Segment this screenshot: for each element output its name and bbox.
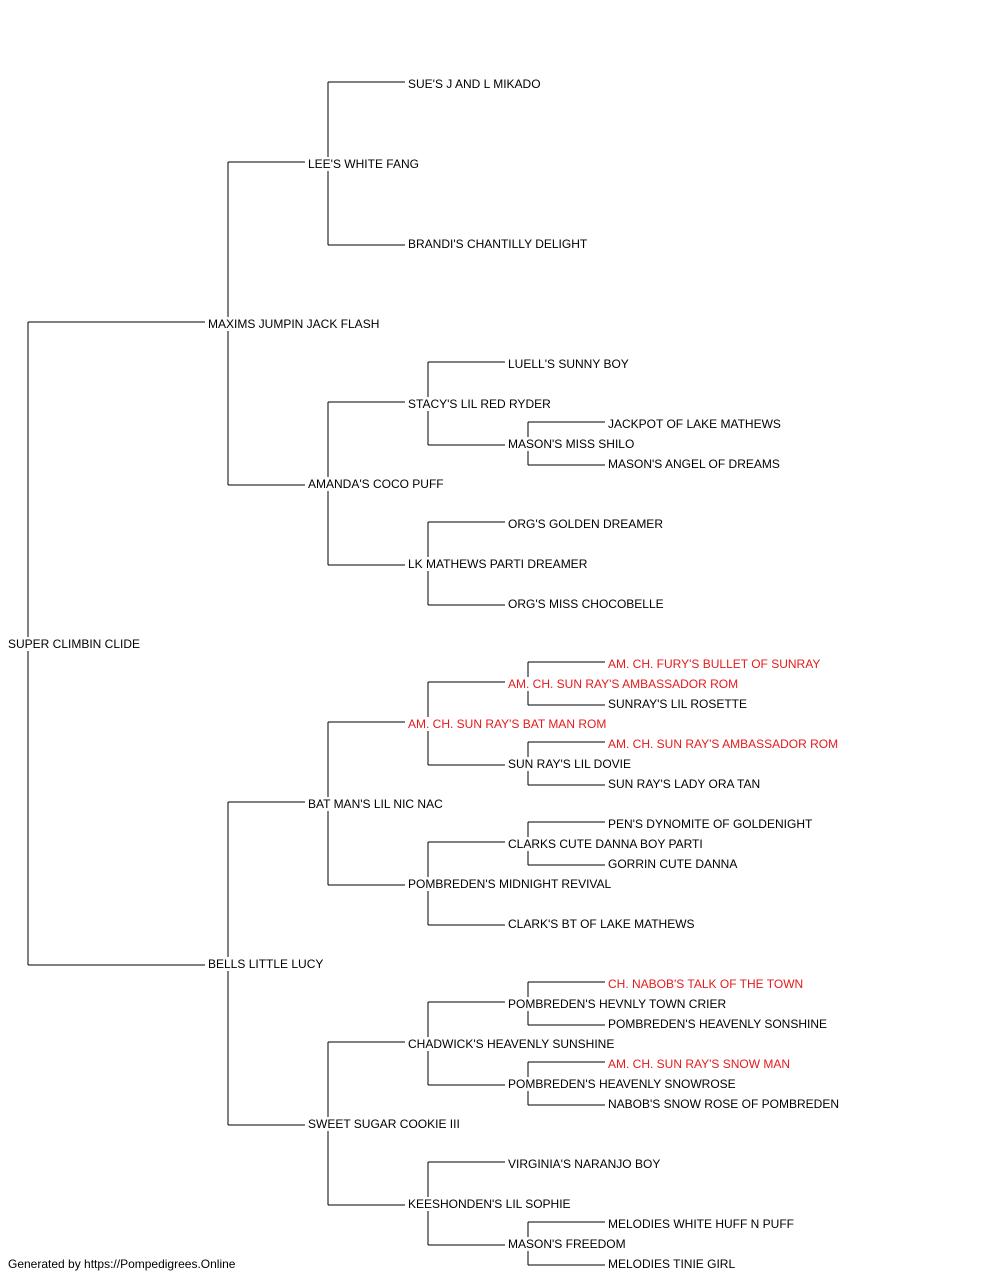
dam-dam-sire-sire-sire-name: CH. NABOB'S TALK OF THE TOWN: [608, 977, 804, 991]
dam-sire-sire-sire-sire-name: AM. CH. FURY'S BULLET OF SUNRAY: [608, 657, 821, 671]
dam-sire-name: BAT MAN'S LIL NIC NAC: [308, 797, 443, 811]
sire-dam-name: AMANDA'S COCO PUFF: [308, 477, 444, 491]
generated-by-footer: Generated by https://Pompedigrees.Online: [8, 1257, 236, 1271]
dam-dam-dam-dam-name: MASON'S FREEDOM: [508, 1237, 626, 1251]
dam-sire-sire-sire-name: AM. CH. SUN RAY'S AMBASSADOR ROM: [508, 677, 739, 691]
sire-dam-sire-dam-sire-name: JACKPOT OF LAKE MATHEWS: [608, 417, 781, 431]
sire-dam-sire-dam-dam-name: MASON'S ANGEL OF DREAMS: [608, 457, 780, 471]
sire-sire-name: LEE'S WHITE FANG: [308, 157, 419, 171]
dam-sire-dam-name: POMBREDEN'S MIDNIGHT REVIVAL: [408, 877, 612, 891]
dam-sire-dam-sire-sire-name: PEN'S DYNOMITE OF GOLDENIGHT: [608, 817, 813, 831]
dam-sire-sire-sire-dam-name: SUNRAY'S LIL ROSETTE: [608, 697, 747, 711]
sire-dam-dam-sire-name: ORG'S GOLDEN DREAMER: [508, 517, 663, 531]
dam-sire-dam-sire-dam-name: GORRIN CUTE DANNA: [608, 857, 738, 871]
sire-sire-sire-name: SUE'S J AND L MIKADO: [408, 77, 541, 91]
sire-name: MAXIMS JUMPIN JACK FLASH: [208, 317, 380, 331]
subject-name: SUPER CLIMBIN CLIDE: [8, 637, 141, 651]
sire-dam-dam-name: LK MATHEWS PARTI DREAMER: [408, 557, 588, 571]
dam-dam-sire-dam-dam-name: NABOB'S SNOW ROSE OF POMBREDEN: [608, 1097, 839, 1111]
dam-dam-sire-name: CHADWICK'S HEAVENLY SUNSHINE: [408, 1037, 615, 1051]
dam-sire-sire-dam-sire-name: AM. CH. SUN RAY'S AMBASSADOR ROM: [608, 737, 839, 751]
dam-sire-sire-dam-dam-name: SUN RAY'S LADY ORA TAN: [608, 777, 761, 791]
dam-dam-sire-sire-dam-name: POMBREDEN'S HEAVENLY SONSHINE: [608, 1017, 828, 1031]
dam-dam-dam-sire-name: VIRGINIA'S NARANJO BOY: [508, 1157, 661, 1171]
dam-sire-dam-dam-name: CLARK'S BT OF LAKE MATHEWS: [508, 917, 695, 931]
sire-dam-sire-dam-name: MASON'S MISS SHILO: [508, 437, 635, 451]
dam-sire-sire-name: AM. CH. SUN RAY'S BAT MAN ROM: [408, 717, 607, 731]
sire-sire-dam-name: BRANDI'S CHANTILLY DELIGHT: [408, 237, 588, 251]
dam-dam-sire-dam-name: POMBREDEN'S HEAVENLY SNOWROSE: [508, 1077, 736, 1091]
sire-dam-sire-name: STACY'S LIL RED RYDER: [408, 397, 551, 411]
dam-sire-sire-dam-name: SUN RAY'S LIL DOVIE: [508, 757, 631, 771]
dam-sire-dam-sire-name: CLARKS CUTE DANNA BOY PARTI: [508, 837, 703, 851]
sire-dam-dam-dam-name: ORG'S MISS CHOCOBELLE: [508, 597, 664, 611]
dam-dam-sire-sire-name: POMBREDEN'S HEVNLY TOWN CRIER: [508, 997, 727, 1011]
dam-dam-name: SWEET SUGAR COOKIE III: [308, 1117, 460, 1131]
dam-dam-sire-dam-sire-name: AM. CH. SUN RAY'S SNOW MAN: [608, 1057, 791, 1071]
dam-dam-dam-dam-sire-name: MELODIES WHITE HUFF N PUFF: [608, 1217, 794, 1231]
dam-dam-dam-dam-dam-name: MELODIES TINIE GIRL: [608, 1257, 736, 1271]
dam-dam-dam-name: KEESHONDEN'S LIL SOPHIE: [408, 1197, 571, 1211]
dam-name: BELLS LITTLE LUCY: [208, 957, 324, 971]
sire-dam-sire-sire-name: LUELL'S SUNNY BOY: [508, 357, 629, 371]
